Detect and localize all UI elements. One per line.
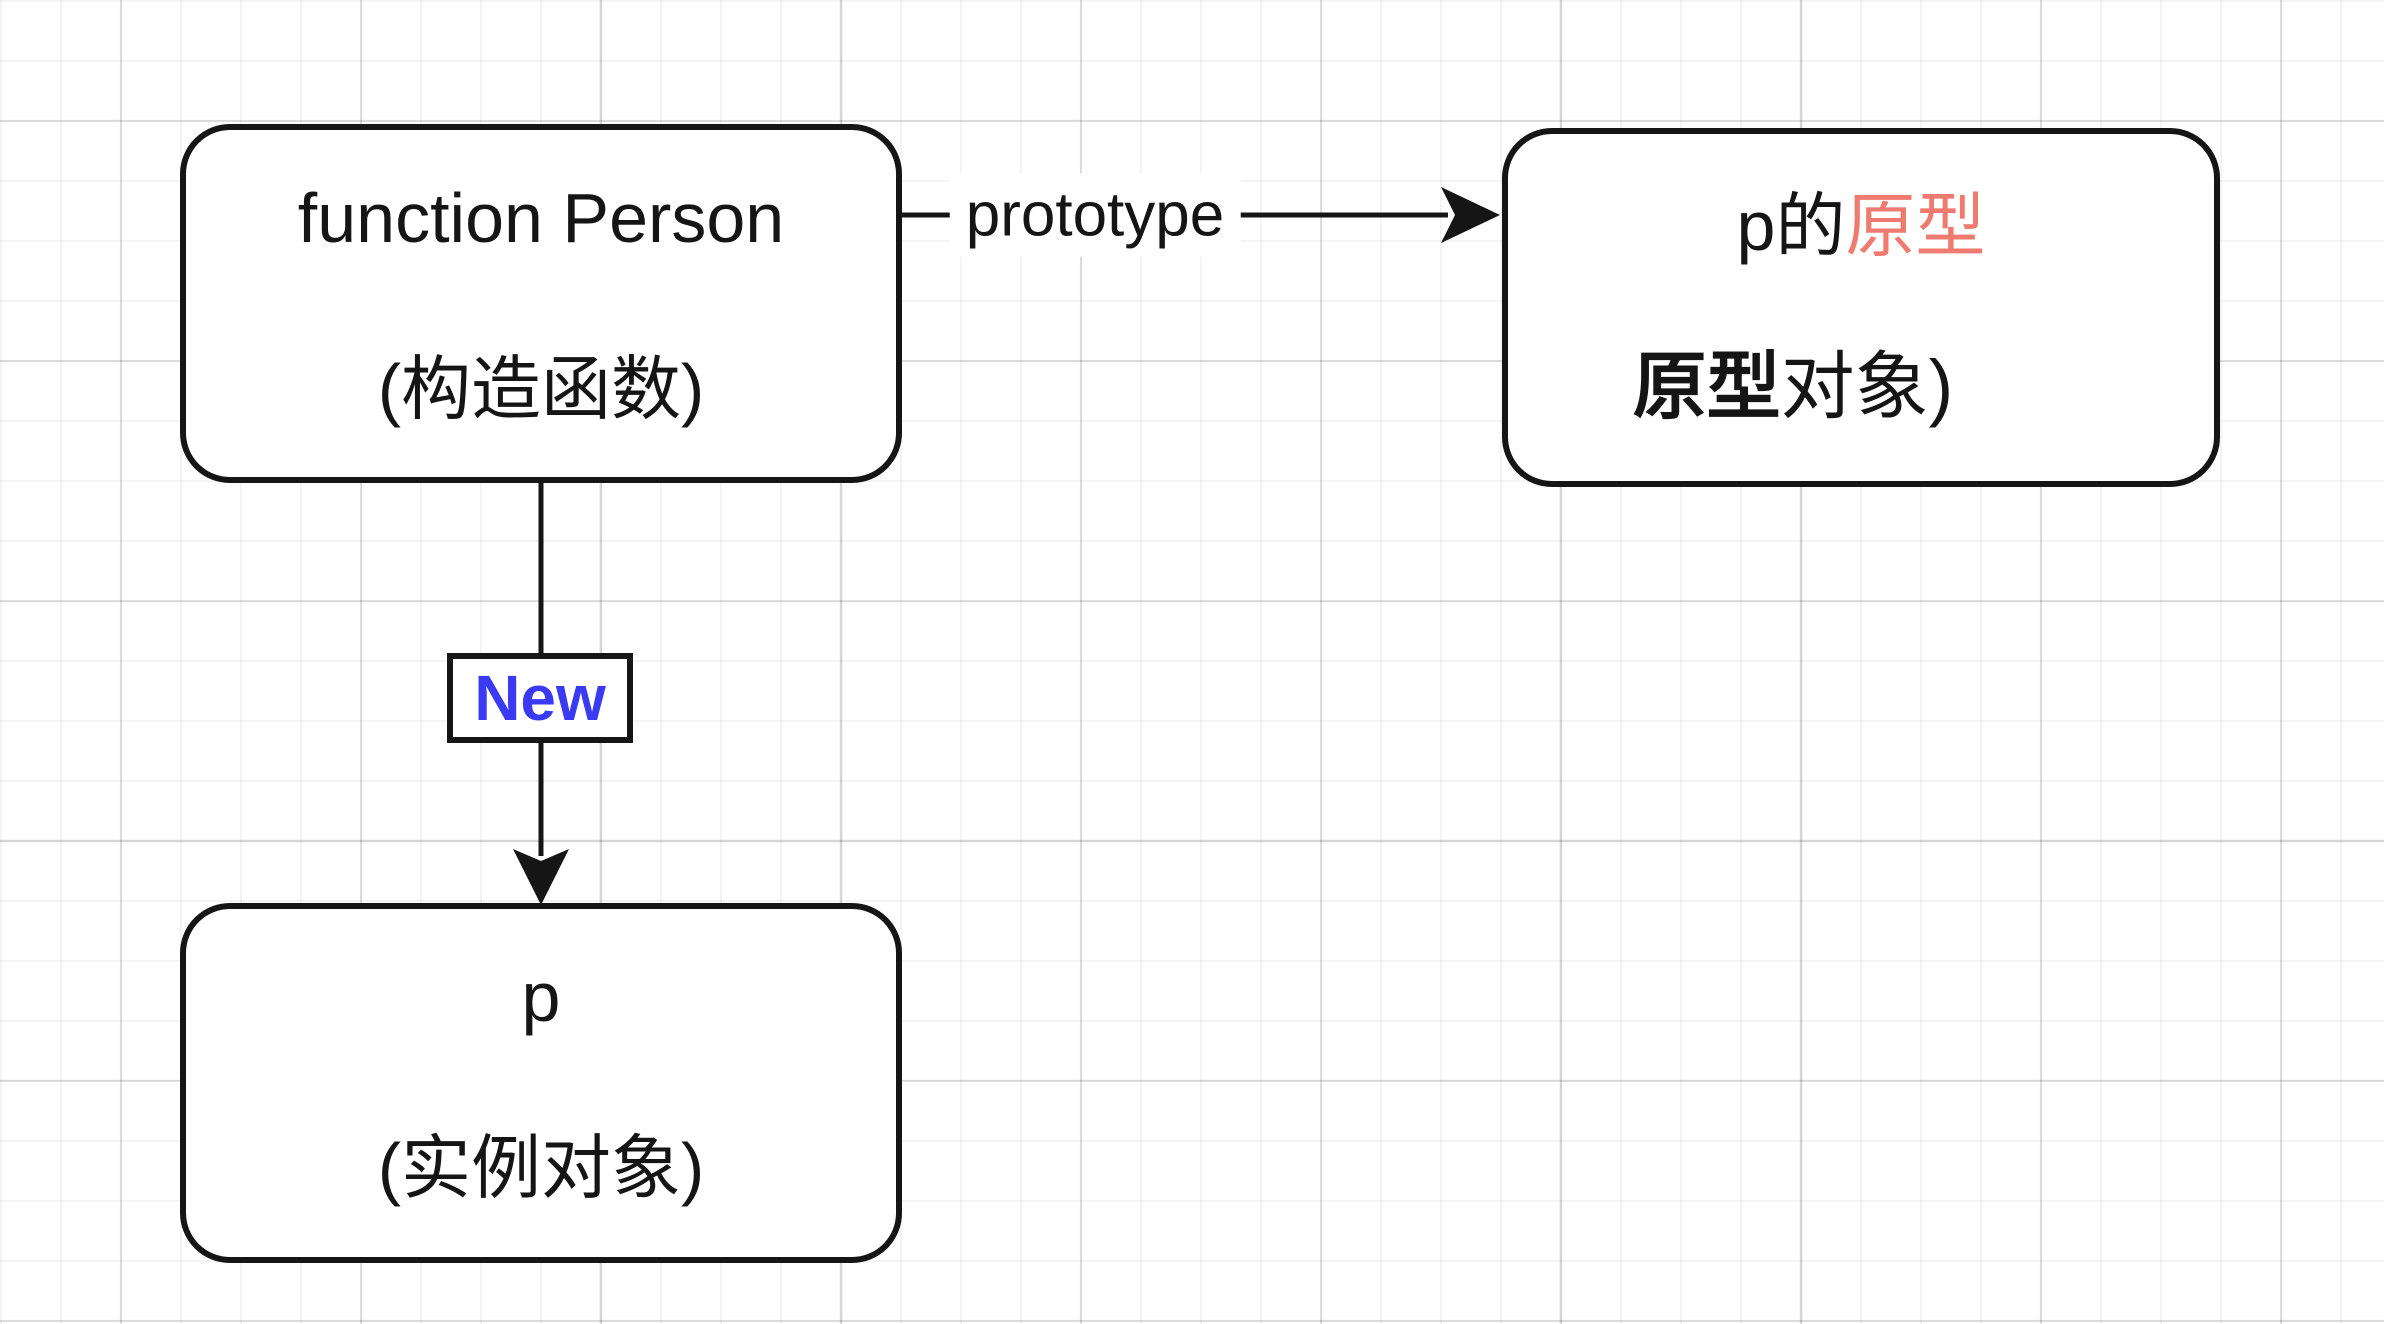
node-constructor-function[interactable]: function Person (构造函数) — [180, 124, 902, 483]
instance-title: p — [521, 958, 561, 1036]
prototype-subtitle-bold: 原型 — [1632, 344, 1781, 428]
instance-subtitle: (实例对象) — [377, 1129, 705, 1207]
new-edge-arrowhead-icon — [513, 849, 569, 905]
prototype-subtitle: 原型对象) — [1633, 340, 1954, 433]
prototype-title-highlight: 原型 — [1845, 186, 1986, 265]
new-edge-label[interactable]: New — [447, 653, 633, 743]
node-instance-p[interactable]: p (实例对象) — [180, 903, 902, 1263]
prototype-edge-label[interactable]: prototype — [949, 173, 1241, 257]
prototype-edge-arrowhead-icon — [1441, 187, 1500, 243]
prototype-title: p的原型 — [1737, 183, 1986, 270]
prototype-subtitle-rest: 对象) — [1780, 344, 1954, 428]
constructor-title: function Person — [297, 178, 785, 257]
prototype-title-prefix: p的 — [1736, 186, 1846, 265]
constructor-subtitle: (构造函数) — [377, 349, 705, 428]
node-prototype-object[interactable]: p的原型 原型对象) — [1502, 128, 2220, 487]
